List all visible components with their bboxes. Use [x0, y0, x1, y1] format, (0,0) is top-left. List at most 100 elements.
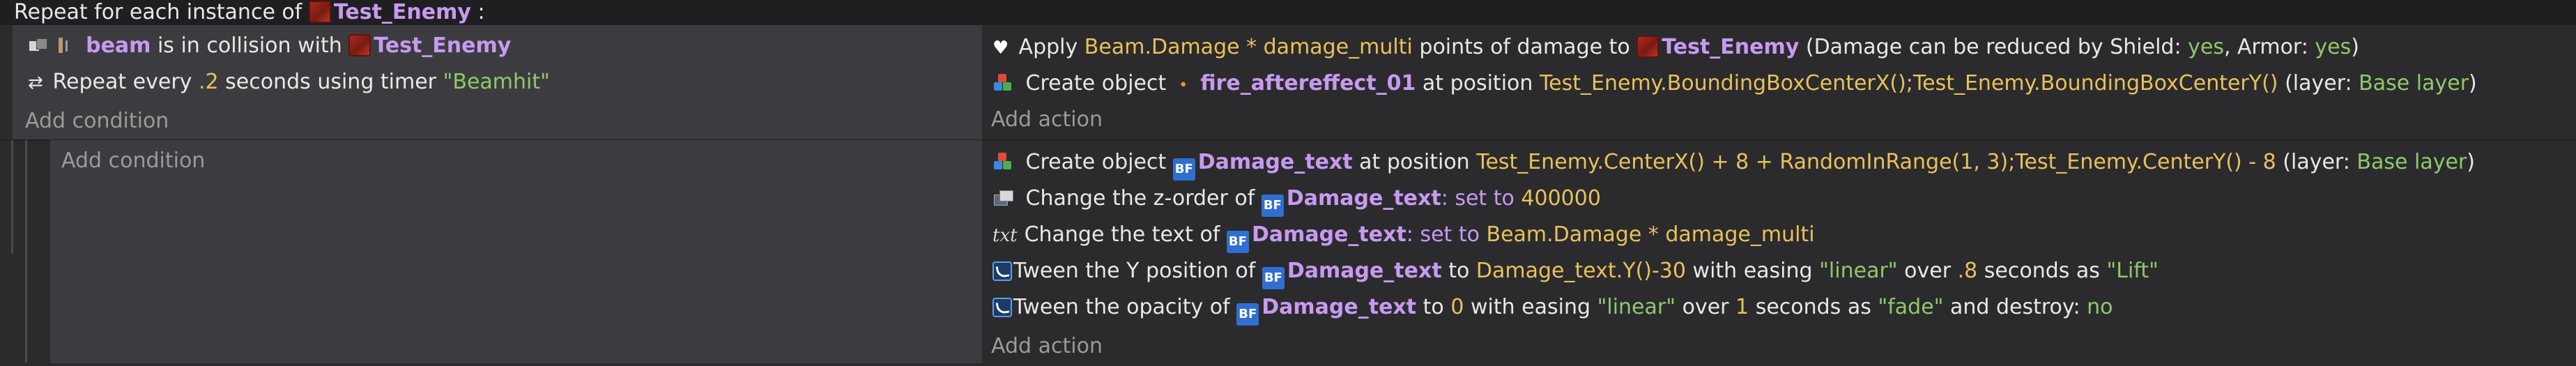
beam-object-name[interactable]: beam	[86, 33, 151, 58]
create-text-4: )	[2467, 150, 2475, 174]
tween-y-duration[interactable]: .8	[1957, 259, 1978, 283]
event-1: beam is in collision with Test_Enemy ⇄ R…	[0, 25, 2576, 139]
tween-y-easing[interactable]: "linear"	[1819, 259, 1898, 283]
damage-text-position[interactable]: Test_Enemy.CenterX() + 8 + RandomInRange…	[1476, 150, 2276, 174]
apply-text-2: points of damage to	[1419, 35, 1630, 59]
beam-object-icon	[56, 35, 79, 56]
event-1-conditions-panel[interactable]: beam is in collision with Test_Enemy ⇄ R…	[13, 25, 982, 139]
tween-opacity-text-6: and destroy:	[1950, 295, 2080, 319]
condition-collision[interactable]: beam is in collision with Test_Enemy	[28, 29, 511, 63]
fire-position[interactable]: Test_Enemy.BoundingBoxCenterX();Test_Ene…	[1539, 71, 2278, 96]
header-suffix: :	[477, 0, 485, 24]
action-apply-damage[interactable]: ♥ Apply Beam.Damage * damage_multi point…	[992, 29, 2359, 66]
damage-text-object-name[interactable]: Damage_text	[1197, 150, 1353, 174]
test-enemy-object-icon	[308, 1, 331, 23]
apply-text: Apply	[1018, 35, 1078, 59]
tween-opacity-easing[interactable]: "linear"	[1597, 295, 1676, 319]
collision-text: is in collision with	[157, 33, 342, 58]
settext-object-name[interactable]: Damage_text	[1251, 222, 1406, 247]
damage-text-layer[interactable]: Base layer	[2356, 150, 2467, 174]
shield-value[interactable]: yes	[2188, 35, 2224, 59]
tween-y-text-5: seconds as	[1984, 259, 2100, 283]
settext-text: Change the text of	[1024, 222, 1220, 247]
timer-name[interactable]: "Beamhit"	[443, 70, 550, 94]
apply-text-3: (Damage can be reduced by Shield:	[1805, 35, 2182, 59]
tween-opacity-value[interactable]: 0	[1450, 295, 1464, 319]
fire-object-name[interactable]: fire_aftereffect_01	[1200, 71, 1416, 96]
test-enemy-object-icon	[1636, 36, 1659, 58]
armor-value[interactable]: yes	[2315, 35, 2352, 59]
zorder-value[interactable]: 400000	[1521, 186, 1601, 211]
create-text-3: (layer:	[2283, 150, 2350, 174]
fire-object-icon: •	[1179, 77, 1188, 94]
tween-y-value[interactable]: Damage_text.Y()-30	[1475, 259, 1686, 283]
zorder-text: Change the z-order of	[1025, 186, 1255, 211]
bitmap-font-icon: BF	[1226, 231, 1249, 253]
zorder-object-name[interactable]: Damage_text	[1286, 186, 1441, 211]
create-text-2: at position	[1359, 150, 1470, 174]
collision-icon	[28, 37, 49, 55]
fire-layer[interactable]: Base layer	[2359, 71, 2469, 96]
tween-y-text: Tween the Y position of	[1013, 259, 1256, 283]
create-text-4: )	[2469, 71, 2477, 96]
collision-target-name[interactable]: Test_Enemy	[374, 33, 512, 58]
zorder-icon	[992, 188, 1013, 208]
tween-y-identifier[interactable]: "Lift"	[2106, 259, 2159, 283]
tree-connector	[11, 140, 13, 254]
tree-connector-sub	[25, 140, 27, 363]
repeat-text-prefix: Repeat every	[52, 70, 192, 94]
bitmap-font-icon: BF	[1261, 195, 1284, 217]
settext-value[interactable]: Beam.Damage * damage_multi	[1486, 222, 1815, 247]
add-condition-button[interactable]: Add condition	[61, 148, 206, 173]
tween-icon	[992, 298, 1012, 317]
create-object-icon	[992, 151, 1013, 172]
test-enemy-object-icon	[348, 34, 371, 56]
condition-repeat-timer[interactable]: ⇄ Repeat every .2 seconds using timer "B…	[28, 66, 550, 99]
zorder-text-2: : set to	[1441, 186, 1515, 211]
tween-opacity-destroy[interactable]: no	[2087, 295, 2113, 319]
tween-opacity-duration[interactable]: 1	[1735, 295, 1749, 319]
header-object-name[interactable]: Test_Enemy	[333, 0, 471, 24]
apply-text-5: )	[2351, 35, 2359, 59]
add-action-button[interactable]: Add action	[991, 107, 1103, 132]
repeat-prefix: Repeat for each instance of	[14, 0, 302, 24]
add-condition-button[interactable]: Add condition	[25, 109, 169, 133]
add-action-button[interactable]: Add action	[991, 334, 1103, 358]
tween-y-object-name[interactable]: Damage_text	[1287, 259, 1442, 283]
repeat-icon: ⇄	[28, 73, 43, 93]
apply-text-4: , Armor:	[2223, 35, 2308, 59]
create-text: Create object	[1025, 71, 1167, 96]
tween-y-text-4: over	[1904, 259, 1952, 283]
tween-y-text-3: with easing	[1692, 259, 1813, 283]
damage-expression[interactable]: Beam.Damage * damage_multi	[1084, 35, 1413, 59]
tween-icon	[992, 261, 1012, 281]
action-create-fire[interactable]: Create object • fire_aftereffect_01 at p…	[992, 66, 2477, 102]
settext-text-2: : set to	[1406, 222, 1480, 247]
create-text: Create object	[1025, 150, 1167, 174]
tween-opacity-text-2: to	[1423, 295, 1444, 319]
bitmap-font-icon: BF	[1236, 303, 1259, 326]
bitmap-font-icon: BF	[1172, 158, 1195, 181]
tween-y-text-2: to	[1448, 259, 1470, 283]
tween-opacity-object-name[interactable]: Damage_text	[1262, 295, 1417, 319]
repeat-text-mid: seconds using timer	[225, 70, 437, 94]
tween-opacity-text-3: with easing	[1470, 295, 1591, 319]
damage-target-name[interactable]: Test_Enemy	[1662, 35, 1800, 59]
event-separator	[0, 139, 2576, 141]
event-2-conditions-panel[interactable]: Add condition	[50, 140, 982, 363]
heart-shield-icon: ♥	[992, 38, 1009, 59]
event-header[interactable]: Repeat for each instance of Test_Enemy :	[0, 0, 2576, 25]
create-text-2: at position	[1422, 71, 1533, 96]
text-icon: txt	[992, 225, 1018, 246]
tween-opacity-identifier[interactable]: "fade"	[1878, 295, 1944, 319]
create-text-3: (layer:	[2285, 71, 2352, 96]
create-object-icon	[992, 73, 1013, 93]
tween-opacity-text: Tween the opacity of	[1013, 295, 1230, 319]
repeat-interval[interactable]: .2	[199, 70, 219, 94]
